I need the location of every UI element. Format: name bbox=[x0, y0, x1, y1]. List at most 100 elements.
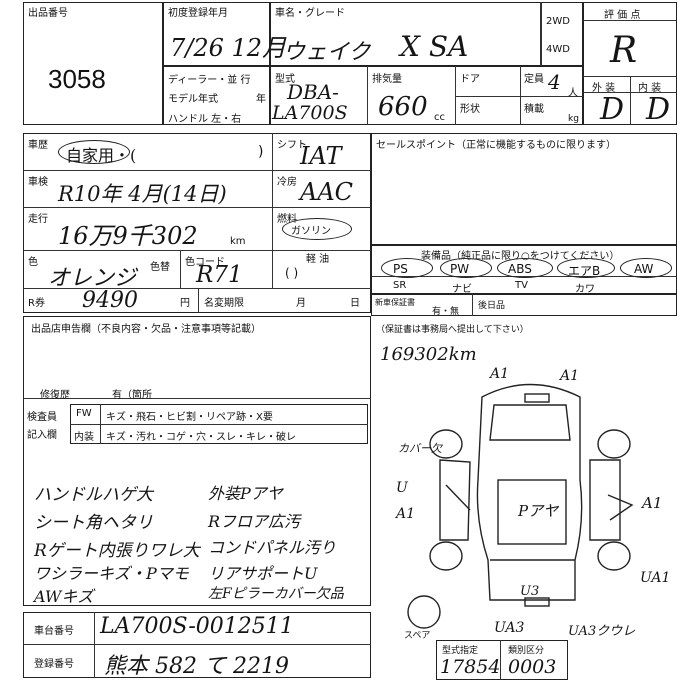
equip-navi: ナビ bbox=[452, 284, 472, 295]
mark-u3: U3 bbox=[520, 584, 540, 599]
color-label: 色 bbox=[28, 257, 38, 268]
interior-items: キズ・汚れ・コゲ・穴・スレ・キレ・破レ bbox=[106, 432, 296, 443]
class-value: 0003 bbox=[508, 656, 557, 678]
note-right-1: 外装Pアヤ bbox=[208, 484, 283, 503]
footer-box bbox=[23, 612, 371, 678]
interior-score: D bbox=[646, 92, 671, 127]
history-value: 自家用・( bbox=[66, 146, 137, 165]
type-spec-box bbox=[436, 640, 568, 680]
type-value-top: DBA- bbox=[287, 80, 339, 104]
history-paren-close: ) bbox=[258, 144, 264, 160]
dealer-box bbox=[163, 66, 270, 125]
mileage-value: 16万9千302 bbox=[58, 222, 198, 250]
sales-point-box bbox=[371, 133, 677, 245]
equip-kawa: カワ bbox=[575, 284, 595, 295]
private-use-circle bbox=[58, 140, 130, 164]
year-label: 年 bbox=[256, 94, 266, 105]
person-unit: 人 bbox=[568, 88, 578, 99]
capacity-label: 定員 bbox=[524, 74, 544, 85]
mark-a1-right: A1 bbox=[642, 494, 663, 512]
note-3: Rゲート内張りワレ大 bbox=[34, 541, 200, 561]
note-4: ワシラーキズ・Pマモ bbox=[34, 564, 189, 583]
warranty-value: 有・無 bbox=[432, 307, 460, 317]
ps-circle bbox=[381, 258, 433, 278]
aw-circle bbox=[620, 258, 672, 278]
equip-sr: SR bbox=[393, 280, 407, 291]
mileage-label: 走行 bbox=[28, 214, 48, 225]
history-box bbox=[23, 133, 371, 313]
interior-label: 内 装 bbox=[638, 83, 662, 94]
lot-number: 3058 bbox=[48, 64, 106, 94]
recycle-value: 9490 bbox=[82, 288, 138, 313]
report-box bbox=[23, 316, 371, 606]
fuel-light: 軽 油 bbox=[306, 254, 330, 265]
type-spec-label: 型式指定 bbox=[442, 646, 479, 656]
interior-row-label: 内装 bbox=[74, 432, 94, 443]
recycle-label: R券 bbox=[28, 298, 45, 309]
model-year-label: モデル年式 bbox=[168, 94, 218, 105]
history-label: 車歴 bbox=[28, 140, 48, 151]
note-right-2: Rフロア広汚 bbox=[208, 512, 301, 531]
mark-a1-front-right: A1 bbox=[560, 368, 580, 384]
mark-ua1-rear-right: UA1 bbox=[640, 570, 671, 586]
spec-box bbox=[270, 66, 583, 125]
inspection-label: 車検 bbox=[28, 177, 48, 188]
car-name-value: ウェイク bbox=[283, 40, 371, 65]
drive-4wd: 4WD bbox=[546, 44, 570, 55]
first-reg-label: 初度登録年月 bbox=[168, 8, 228, 19]
fuel-gas-circle bbox=[282, 218, 352, 240]
mark-cover-missing: カバー欠 bbox=[398, 442, 442, 455]
warranty-box bbox=[371, 294, 677, 316]
airbag-circle bbox=[557, 258, 615, 278]
mark-a1-front-left: A1 bbox=[490, 366, 510, 382]
aircon-label: 冷房 bbox=[277, 177, 297, 188]
car-name-box bbox=[270, 2, 583, 66]
shift-value: IAT bbox=[300, 142, 342, 170]
mark-pamo-roof: Pアヤ bbox=[518, 502, 559, 520]
note-5: AWキズ bbox=[34, 587, 94, 606]
chassis-label: 車台番号 bbox=[34, 626, 74, 637]
first-reg-box bbox=[163, 2, 270, 66]
type-value-bottom: LA700S bbox=[272, 102, 348, 124]
pw-circle bbox=[440, 258, 492, 278]
type-spec-value: 17854 bbox=[440, 656, 501, 678]
dealer-label: ディーラー・並 行 bbox=[168, 75, 251, 86]
handle-label: ハンドル 左・右 bbox=[168, 114, 242, 125]
door-label: ドア bbox=[460, 74, 480, 85]
class-label: 類別区分 bbox=[508, 646, 545, 656]
repair-value: 有（箇所 bbox=[112, 390, 152, 401]
fuel-gas: ガソリン bbox=[291, 226, 331, 237]
aircon-value: AAC bbox=[300, 178, 354, 206]
mark-ua3-crease: UA3クウレ bbox=[568, 624, 636, 639]
note-1: ハンドルハゲ大 bbox=[34, 485, 153, 505]
cc-unit: cc bbox=[434, 112, 445, 123]
day-label: 日 bbox=[350, 298, 360, 309]
equipment-box bbox=[371, 245, 677, 294]
inspector-label: 検査員 bbox=[27, 412, 57, 423]
sales-point-label: セールスポイント（正常に機能するものに限ります） bbox=[376, 140, 616, 151]
grade-value: X SA bbox=[400, 30, 469, 63]
mark-u-left: U bbox=[396, 480, 408, 496]
color-value: オレンジ bbox=[48, 266, 137, 291]
equip-tv: TV bbox=[515, 280, 528, 291]
fuel-paren: ( ) bbox=[285, 266, 299, 280]
reg-value: 熊本 582 て 2219 bbox=[104, 654, 289, 679]
warranty-label: 新車保証書 bbox=[375, 298, 415, 307]
repair-label: 修復歴 bbox=[40, 390, 70, 401]
color-code-label: 色コード bbox=[185, 257, 225, 268]
km-unit: km bbox=[230, 236, 246, 247]
lot-label: 出品番号 bbox=[28, 8, 68, 19]
first-reg-value: 7/26 12月 bbox=[170, 34, 287, 62]
fuel-label: 燃料 bbox=[277, 214, 297, 225]
note-right-4: リアサポートU bbox=[208, 564, 318, 583]
chassis-value: LA700S-0012511 bbox=[100, 614, 294, 639]
displacement-value: 660 bbox=[378, 92, 428, 122]
kg-unit: kg bbox=[568, 114, 579, 124]
fw-items: キズ・飛石・ヒビ割・リペア跡・X要 bbox=[106, 412, 273, 423]
mark-ua3-rear: UA3 bbox=[494, 620, 525, 636]
type-label: 型式 bbox=[275, 74, 295, 85]
abs-circle bbox=[497, 258, 553, 278]
report-title: 出品店申告欄（不良内容・欠品・注意事項等記載） bbox=[31, 324, 261, 335]
note-right-3: コンドパネル汚り bbox=[208, 538, 337, 557]
